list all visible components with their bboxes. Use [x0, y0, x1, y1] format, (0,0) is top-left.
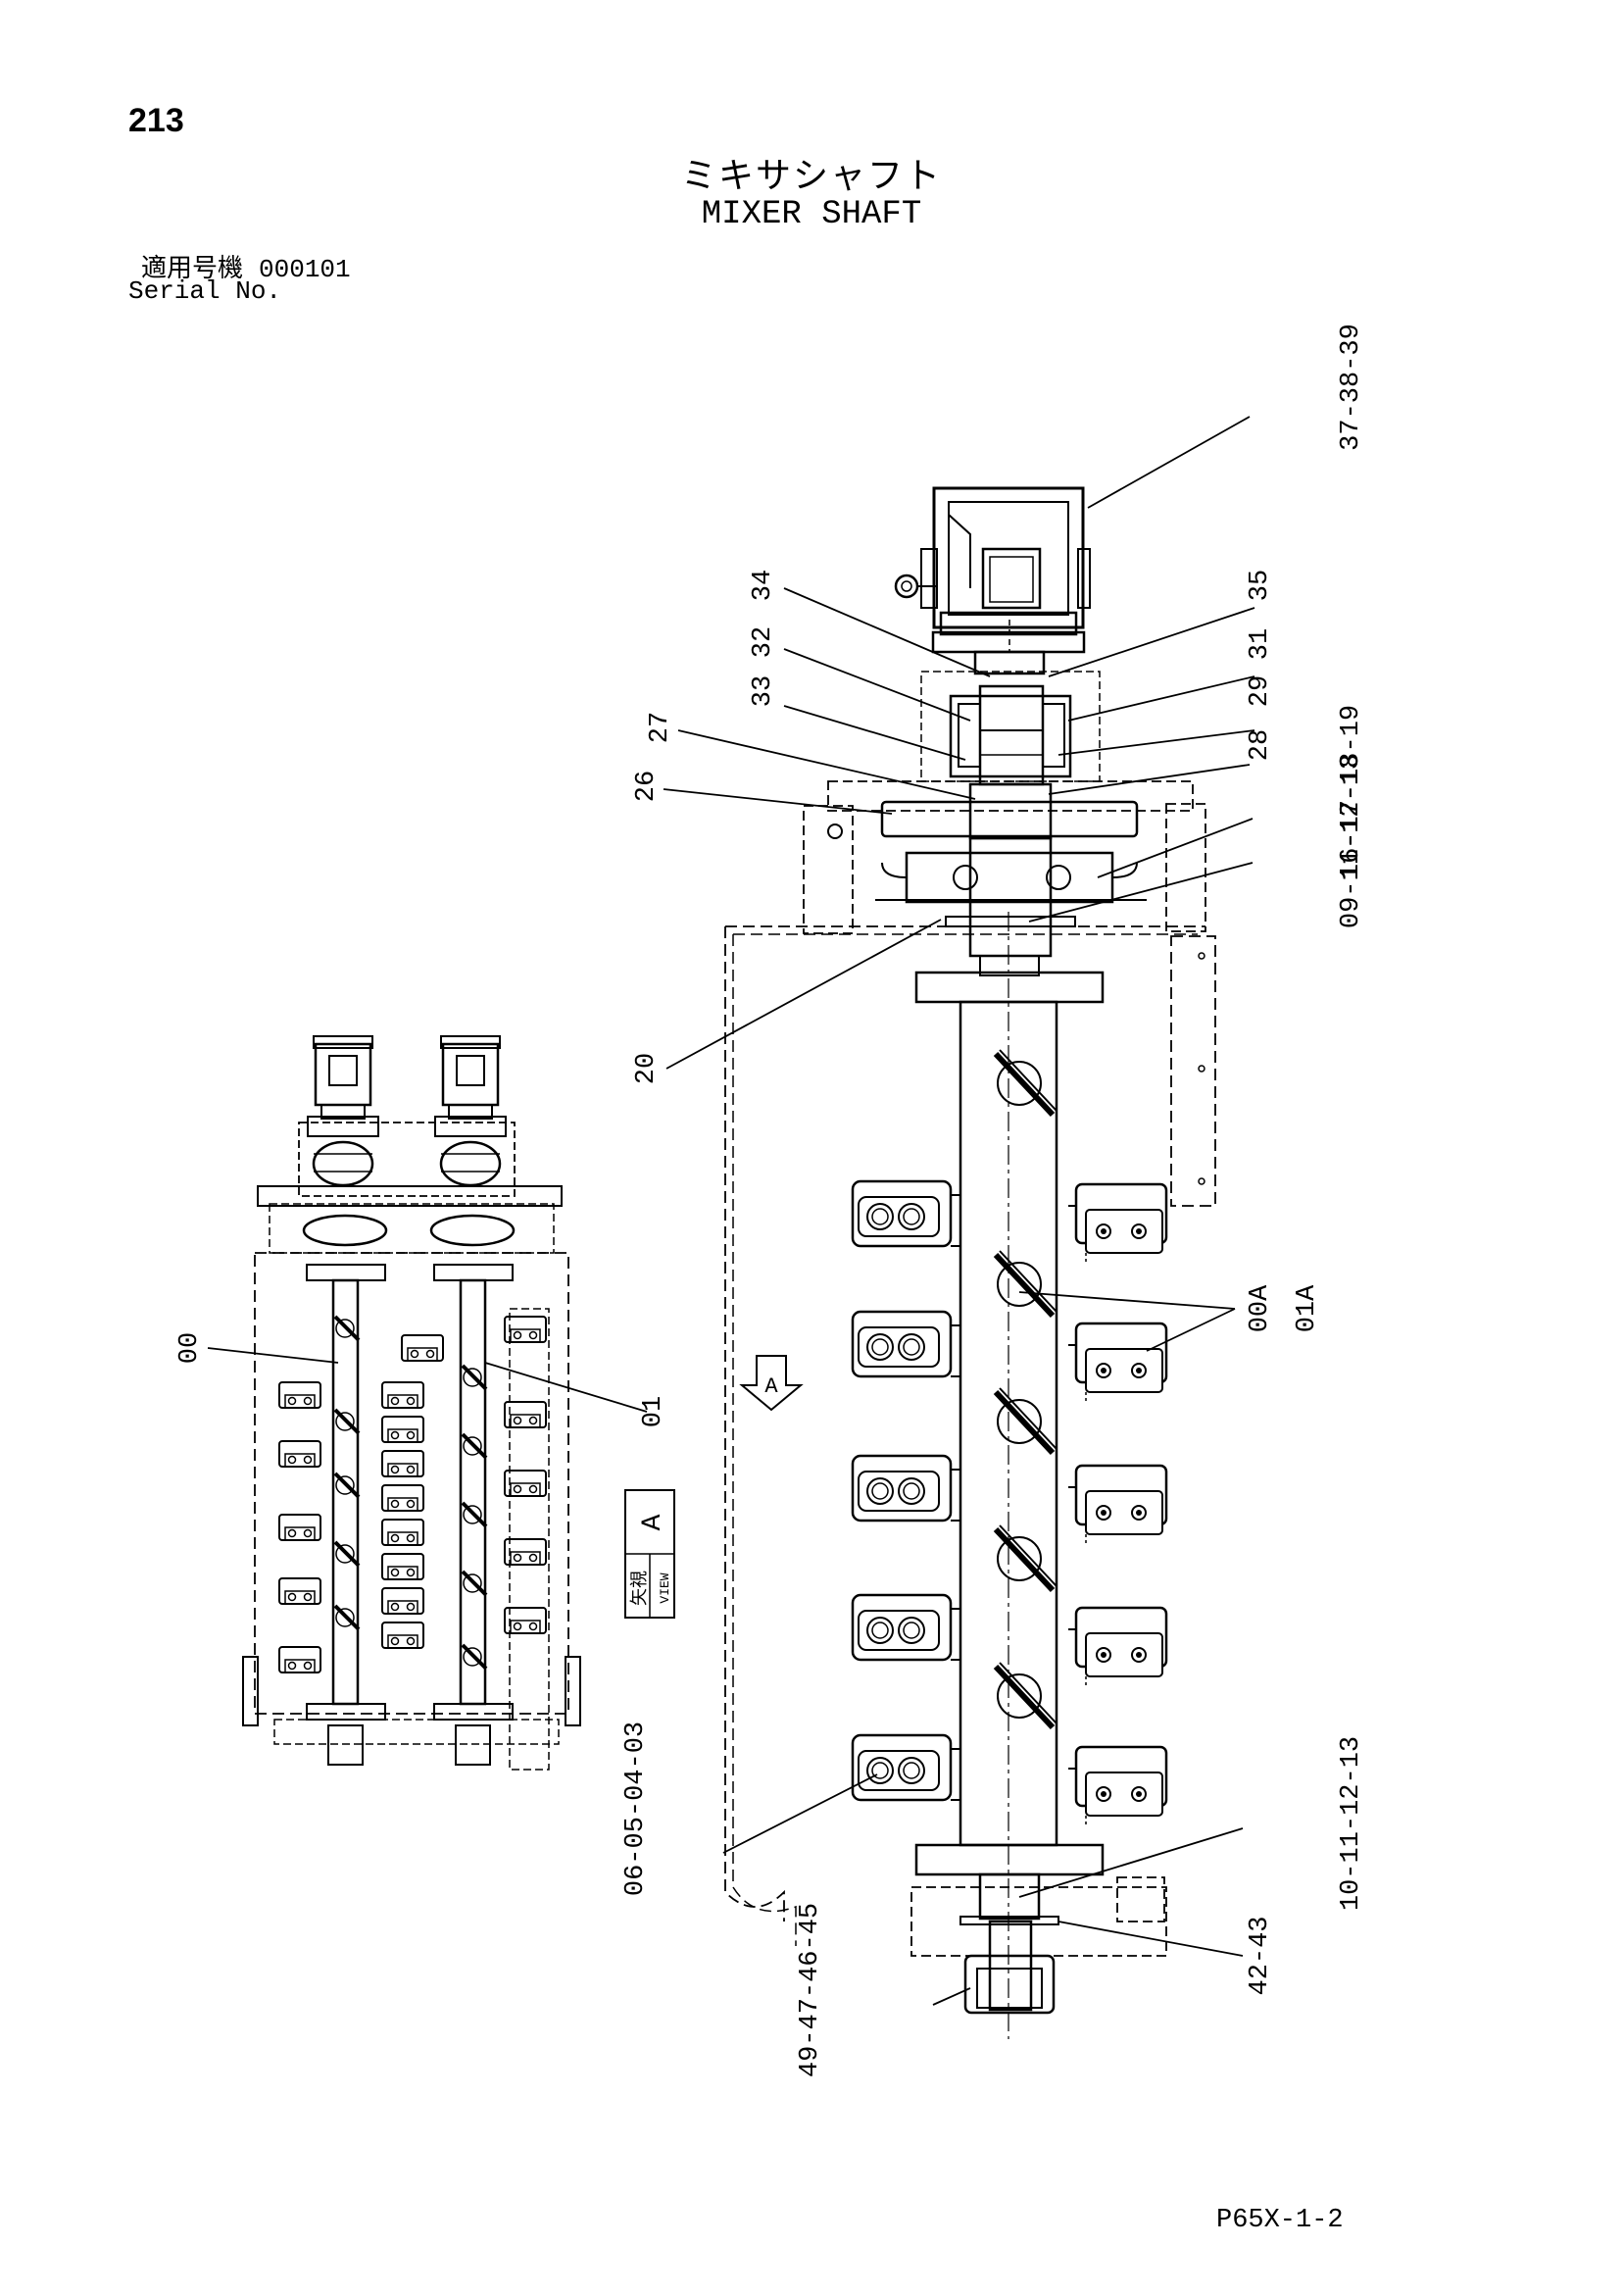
paddle-right: [1066, 1322, 1168, 1406]
callout-33: 33: [749, 675, 778, 707]
callout-32: 32: [749, 626, 778, 658]
mixer-blade: [996, 1388, 1057, 1453]
mixer-blade: [996, 1663, 1057, 1727]
callout-35: 35: [1246, 570, 1275, 601]
callout-10-11-12-13: 10-11-12-13: [1337, 1736, 1366, 1911]
tank-top-bearing: [875, 836, 1147, 958]
view-label-ja: 矢視: [629, 1571, 651, 1606]
view-arrow-letter: A: [764, 1374, 778, 1399]
callout-09-11-12-13: 09-11-12-13: [1337, 754, 1366, 928]
paddle-right: [1066, 1745, 1168, 1829]
paddle-right: [1066, 1182, 1168, 1267]
callout-29: 29: [1246, 675, 1275, 707]
page-number: 213: [128, 102, 184, 139]
callout-49-47-46-45: 49-47-46-45: [796, 1903, 825, 2077]
upper-bearing-housing: [920, 671, 1101, 786]
callout-01A: 01A: [1293, 1284, 1322, 1332]
callout-42-43: 42-43: [1246, 1916, 1275, 1995]
leader-lines: [207, 416, 1255, 2006]
drawing-code: P65X-1-2: [1216, 2206, 1344, 2235]
callout-37-38-39: 37-38-39: [1337, 324, 1366, 451]
paddle-left: [851, 1179, 962, 1248]
view-label-en: VIEW: [658, 1572, 672, 1603]
mixer-blade: [996, 1050, 1057, 1115]
callout-26: 26: [632, 771, 662, 802]
mixer-tank: [724, 925, 1216, 1946]
gear-motor: [894, 486, 1091, 675]
callout-labels: 37-38-39 34 32 33 27 26 20 35 31 29 28 1…: [175, 324, 1366, 2077]
serial-label-en: Serial No.: [128, 276, 282, 306]
callout-27: 27: [646, 712, 675, 743]
serial-value: 000101: [259, 255, 351, 284]
mixer-blade: [996, 1525, 1057, 1590]
callout-00: 00: [175, 1332, 205, 1364]
page-title-en: MIXER SHAFT: [701, 196, 922, 233]
main-shaft: [914, 912, 1105, 2039]
mixer-blade: [996, 1251, 1057, 1316]
bottom-bearing: [910, 1876, 1167, 2015]
page-title-ja: ミキサシャフト: [680, 156, 942, 196]
paddle-left: [851, 1733, 962, 1802]
callout-16-17-18-19: 16-17-18-19: [1337, 705, 1366, 879]
main-view: A: [724, 486, 1216, 2039]
drive-flange: [803, 780, 1206, 934]
view-label-letter: A: [638, 1514, 668, 1530]
callout-20: 20: [632, 1053, 662, 1084]
callout-01: 01: [639, 1396, 668, 1427]
paddle-right: [1066, 1464, 1168, 1548]
callout-28: 28: [1246, 729, 1275, 761]
paddle-left: [851, 1454, 962, 1522]
callout-06-05-04-03: 06-05-04-03: [621, 1722, 651, 1896]
paddle-right: [1066, 1606, 1168, 1690]
callout-00A: 00A: [1246, 1284, 1275, 1332]
paddle-left: [851, 1310, 962, 1378]
view-a-arrow: [739, 1355, 804, 1412]
view-a-label-box: 矢視 VIEW A: [624, 1489, 675, 1619]
top-view-paddles: [278, 1315, 547, 1673]
callout-31: 31: [1246, 628, 1275, 660]
callout-34: 34: [749, 570, 778, 601]
paddle-left: [851, 1593, 962, 1662]
